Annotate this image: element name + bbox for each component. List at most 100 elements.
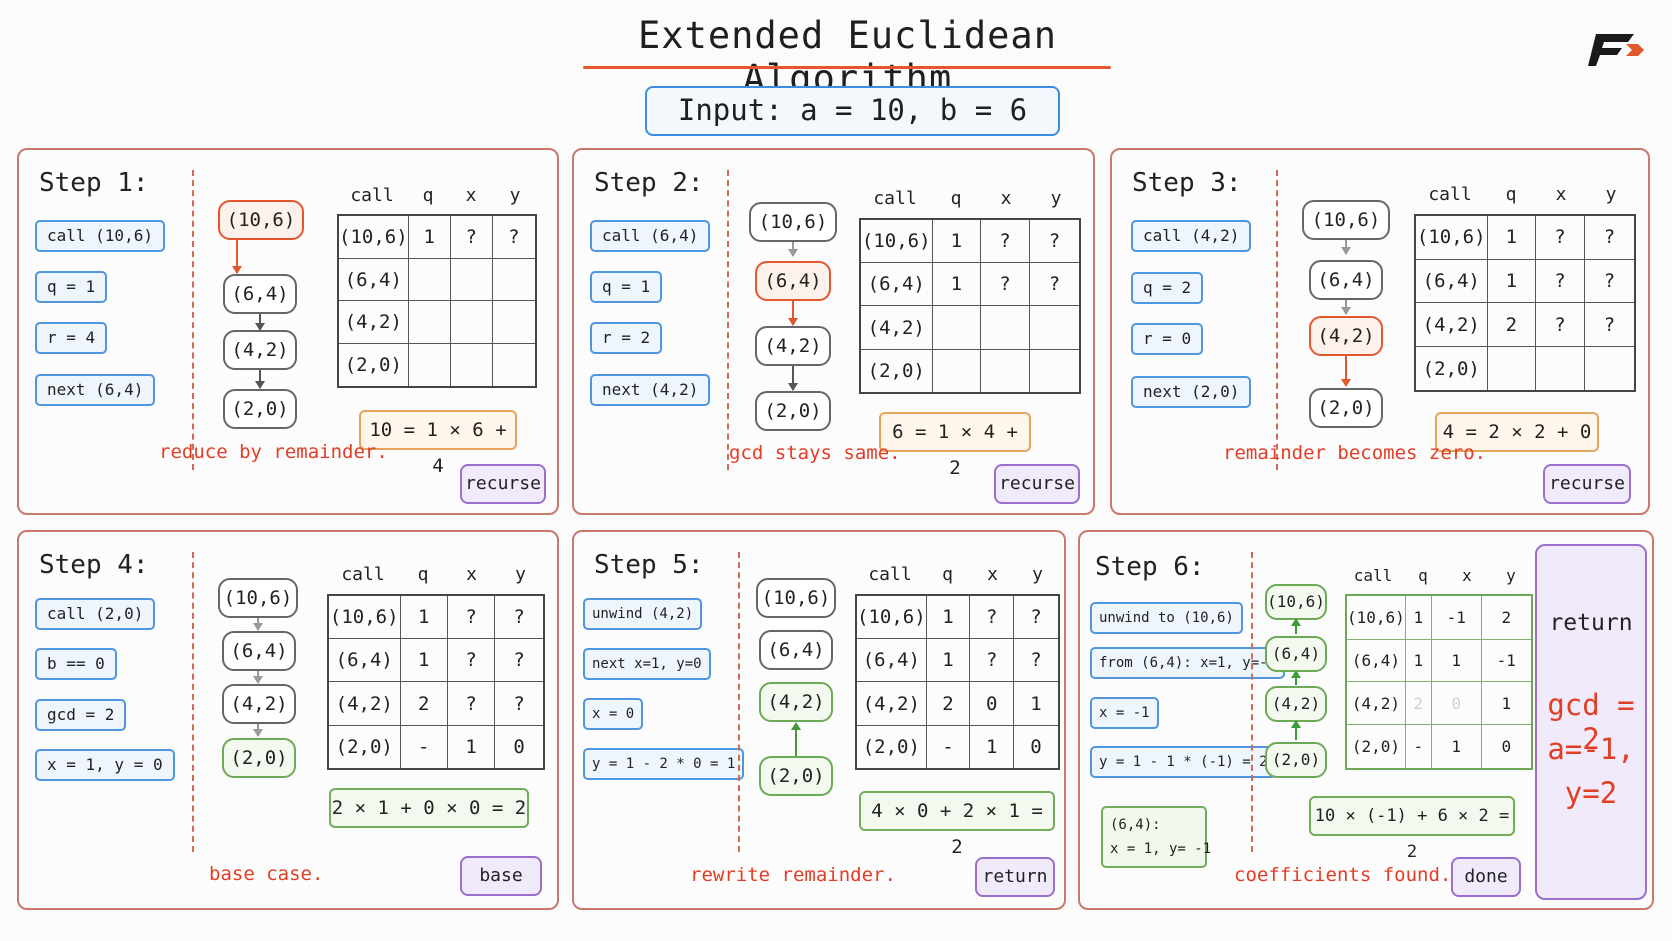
step-chip: r = 4 — [35, 322, 108, 354]
step-2-panel: Step 2: call (6,4) q = 1 r = 2 next (4,2… — [572, 148, 1095, 515]
return-button[interactable]: return — [975, 857, 1055, 897]
table-cell: 1 — [399, 638, 448, 683]
table-cell: ? — [980, 262, 1030, 307]
step-chip: q = 2 — [1131, 272, 1204, 304]
recurse-button[interactable]: recurse — [994, 464, 1080, 504]
base-button[interactable]: base — [460, 856, 542, 896]
table-cell: 1 — [1430, 724, 1482, 770]
table-row: (6,4)1?? — [1414, 258, 1636, 304]
arrow-down-icon — [1341, 356, 1351, 387]
table-cell: ? — [1535, 258, 1585, 304]
call-node: (4,2) — [1309, 316, 1383, 356]
table-cell: (2,0) — [327, 724, 401, 770]
table-cell: ? — [494, 594, 545, 640]
brand-logo-icon — [1588, 34, 1644, 66]
step-chip: next (4,2) — [590, 374, 711, 406]
table-cell — [407, 300, 451, 345]
table-cell: (2,0) — [1414, 346, 1488, 392]
table-header-cell: call — [341, 564, 385, 585]
table-row: (2,0) — [859, 348, 1081, 394]
step-chip: q = 1 — [590, 271, 663, 303]
call-node: (10,6) — [1302, 200, 1390, 240]
table-cell — [1535, 346, 1585, 392]
table-cell — [449, 257, 493, 302]
table-cell: (4,2) — [327, 681, 401, 726]
table-header-cell: q — [1418, 566, 1428, 585]
table-cell: ? — [446, 681, 496, 726]
table-cell: 2 — [925, 681, 971, 726]
table-cell: ? — [980, 218, 1030, 264]
table-cell: 1 — [1013, 681, 1060, 726]
table-row: (4,2)2?? — [327, 681, 545, 726]
recurse-button[interactable]: recurse — [460, 464, 546, 504]
table-cell: (10,6) — [1345, 594, 1406, 640]
table-cell: ? — [969, 594, 1015, 640]
call-node: (2,0) — [223, 389, 297, 429]
table-cell: 1 — [969, 724, 1015, 770]
table-header-cell: q — [422, 185, 434, 206]
table-cell: -1 — [1480, 638, 1533, 683]
equation-box: 4 × 0 + 2 × 1 = 2 — [859, 791, 1055, 858]
step-chip: unwind to (10,6) — [1090, 602, 1243, 634]
table-cell: (4,2) — [337, 300, 409, 345]
table-cell: 0 — [1480, 724, 1533, 770]
result-box: return gcd = 2 a=-1, y=2 — [1535, 544, 1647, 900]
arrow-down-icon — [232, 240, 242, 274]
step-chip: x = -1 — [1090, 697, 1159, 729]
table-row: (10,6)1?? — [859, 218, 1081, 264]
table-cell — [449, 343, 493, 388]
call-node: (4,2) — [759, 682, 833, 722]
step-note: remainder becomes zero. — [1223, 442, 1487, 464]
table-header-cell: x — [466, 564, 477, 585]
table-cell: 1 — [931, 218, 982, 264]
step-5-panel: Step 5: unwind (4,2) next x=1, y=0 x = 0… — [572, 530, 1066, 910]
recurse-button[interactable]: recurse — [1543, 464, 1631, 504]
dashed-separator — [727, 170, 729, 470]
step-chip: y = 1 - 1 * (-1) = 2 — [1090, 746, 1277, 778]
table-cell: - — [925, 724, 971, 770]
equation-box: 4 = 2 × 2 + 0 — [1435, 412, 1599, 452]
table-row: (4,2) — [859, 305, 1081, 350]
table-cell: (10,6) — [327, 594, 401, 640]
table-row: (6,4)1?? — [859, 262, 1081, 307]
call-node: (6,4) — [222, 631, 296, 671]
table-row: (6,4)1?? — [855, 638, 1060, 683]
table-cell: (2,0) — [859, 348, 933, 394]
table-row: (4,2)2?? — [1414, 302, 1636, 347]
table-cell: 1 — [1480, 681, 1533, 726]
table-cell: ? — [969, 638, 1015, 683]
arrow-up-icon — [1291, 670, 1301, 685]
table-cell: ? — [494, 638, 545, 683]
table-header-cell: q — [417, 564, 429, 585]
table-header: call q x y — [327, 564, 545, 585]
table-cell: ? — [1583, 302, 1636, 347]
table-cell: ? — [1013, 594, 1060, 640]
dashed-separator — [738, 552, 740, 852]
step-chip: next (2,0) — [1131, 376, 1252, 408]
page-title: Extended Euclidean Algorithm — [638, 14, 1057, 100]
table-header-cell: q — [1505, 184, 1517, 205]
step-chip: q = 1 — [35, 271, 108, 303]
step-chip: r = 2 — [590, 322, 663, 354]
table-row: (6,4) — [337, 257, 537, 302]
table-header: call q x y — [859, 188, 1081, 209]
equation-box: 2 × 1 + 0 × 0 = 2 — [329, 788, 529, 828]
step-chip: call (6,4) — [590, 220, 711, 252]
step-chip: next x=1, y=0 — [583, 648, 711, 680]
arrow-down-icon — [788, 366, 798, 391]
table-row: (10,6)1?? — [327, 594, 545, 640]
table-cell: - — [1404, 724, 1432, 770]
call-node: (2,0) — [1265, 742, 1327, 778]
done-button[interactable]: done — [1451, 857, 1521, 897]
table-cell — [449, 300, 493, 345]
step-chip: call (10,6) — [35, 220, 165, 252]
arrow-up-icon — [1291, 618, 1301, 634]
step-chip: gcd = 2 — [35, 699, 127, 731]
arrow-up-icon — [1291, 720, 1301, 740]
table-row: (2,0) — [1414, 346, 1636, 392]
arrow-down-icon — [253, 618, 263, 631]
